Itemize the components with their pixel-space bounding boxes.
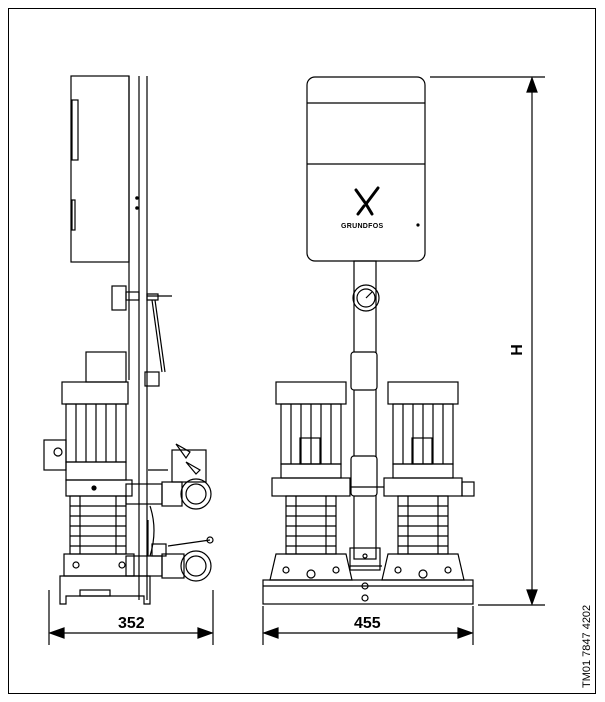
front-base-frame: [262, 579, 474, 605]
side-view: [43, 75, 214, 605]
side-gauge-stem: [125, 291, 140, 301]
side-motor-screw: [53, 447, 63, 457]
drawing-code: TM01 7847 4202: [581, 605, 593, 688]
side-cabinet-screw: [135, 206, 139, 210]
side-gauge: [111, 285, 127, 311]
arrow-down-icon: [526, 589, 538, 606]
front-column-fitting: [350, 455, 378, 497]
side-base-bolt: [118, 561, 126, 569]
side-valve-lever: [167, 539, 211, 547]
side-fitting: [144, 371, 160, 387]
side-cabinet-latch: [71, 199, 76, 231]
side-check-valve: [161, 481, 183, 507]
pump-base: [381, 553, 465, 581]
side-pump-head: [65, 479, 133, 497]
side-base-bolt: [72, 561, 80, 569]
arrow-up-icon: [526, 76, 538, 93]
dimension-label-height: H: [509, 344, 526, 356]
side-suction-valve: [161, 553, 185, 579]
pump-head: [271, 477, 351, 497]
pump-column: [397, 495, 449, 555]
side-sensor-fitting: [146, 293, 159, 301]
side-sensor-tube: [154, 299, 166, 373]
side-discharge-pipe: [180, 478, 212, 510]
side-pump-bolt: [91, 485, 97, 491]
side-cabinet-screw: [135, 196, 139, 200]
front-pump-right: [381, 381, 475, 581]
side-motor-flange: [65, 461, 127, 481]
side-valve-handle: [175, 443, 191, 460]
grundfos-logo-icon: [354, 186, 380, 216]
side-cabinet-hinge: [71, 99, 79, 161]
front-pump-left: [269, 381, 353, 581]
side-discharge-pipe-inner: [185, 483, 207, 505]
motor-flange: [392, 463, 454, 479]
side-motor-box: [43, 439, 67, 471]
dimension-455: [262, 606, 474, 645]
brand-label: GRUNDFOS: [341, 223, 383, 230]
side-suction-pipe: [180, 550, 212, 582]
front-center-column: [353, 260, 377, 560]
side-valve-handle: [185, 461, 201, 475]
front-view: GRUNDFOS: [262, 76, 475, 605]
side-terminal-box: [85, 351, 127, 383]
dimension-352: [48, 590, 214, 645]
motor-top: [275, 381, 347, 405]
side-manifold-upper: [125, 483, 163, 505]
arrow-right-icon: [197, 627, 214, 639]
dimension-height: [430, 76, 545, 606]
side-pump-base: [63, 553, 135, 577]
pump-base: [269, 553, 353, 581]
arrow-right-icon: [457, 627, 474, 639]
side-manifold-lower: [125, 555, 163, 577]
dimension-label-front: 455: [354, 615, 381, 632]
side-motor-top: [61, 381, 129, 405]
side-suction-pipe-inner: [185, 555, 207, 577]
front-cabinet: [306, 76, 426, 262]
front-column-fitting: [350, 351, 378, 391]
side-pump-column: [69, 495, 127, 555]
side-sensor-tube: [151, 299, 163, 373]
dimension-label-side: 352: [118, 615, 145, 632]
side-cabinet: [70, 75, 130, 263]
pump-column: [285, 495, 337, 555]
side-base-slot: [79, 589, 111, 597]
front-column-base: [349, 547, 381, 571]
arrow-left-icon: [48, 627, 65, 639]
motor-top: [387, 381, 459, 405]
side-base-frame: [59, 575, 151, 605]
side-valve-body: [171, 449, 207, 483]
arrow-left-icon: [262, 627, 279, 639]
motor-flange: [280, 463, 342, 479]
front-pressure-gauge: [352, 284, 380, 312]
pump-head: [383, 477, 463, 497]
